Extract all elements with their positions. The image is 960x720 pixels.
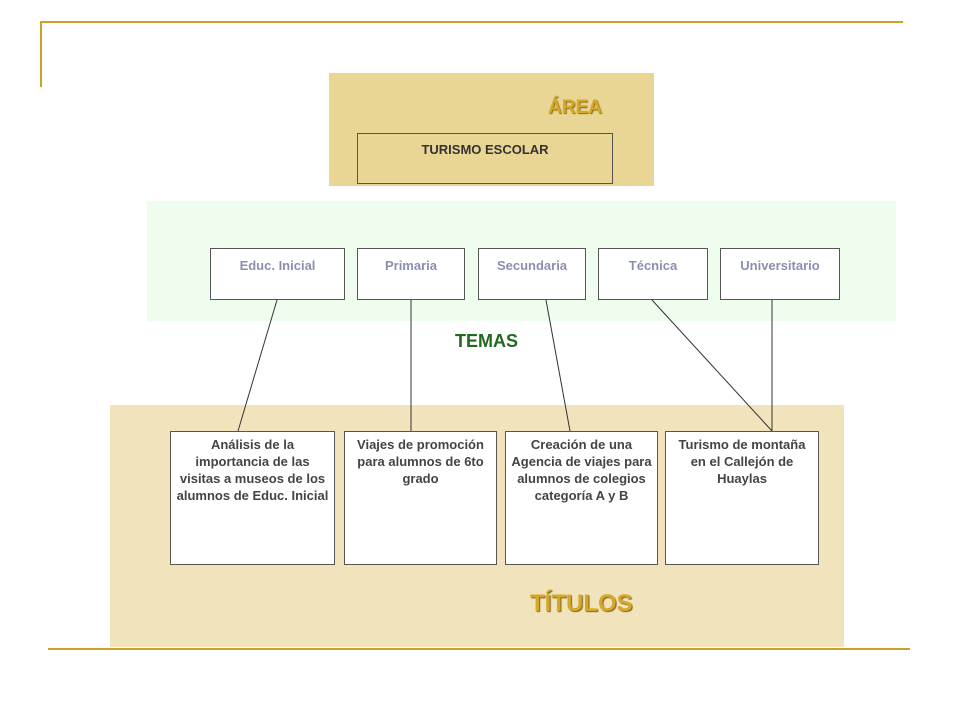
- temas-heading: TEMAS: [455, 331, 518, 351]
- frame-bottom-line: [48, 648, 910, 650]
- level-box-primaria: Primaria: [357, 248, 465, 300]
- frame-left-line: [40, 21, 42, 87]
- title-box-turismo-montana: Turismo de montaña en el Callejón de Hua…: [665, 431, 819, 565]
- title-box-creacion: Creación de una Agencia de viajes para a…: [505, 431, 658, 565]
- title-box-analisis: Análisis de la importancia de las visita…: [170, 431, 335, 565]
- level-box-educ-inicial: Educ. Inicial: [210, 248, 345, 300]
- area-box-turismo-escolar: TURISMO ESCOLAR: [357, 133, 613, 184]
- frame-top-line: [40, 21, 903, 23]
- level-box-universitario: Universitario: [720, 248, 840, 300]
- title-box-viajes: Viajes de promoción para alumnos de 6to …: [344, 431, 497, 565]
- titulos-heading: TÍTULOS: [530, 590, 633, 617]
- area-heading: ÁREA: [548, 97, 602, 118]
- level-box-tecnica: Técnica: [598, 248, 708, 300]
- level-box-secundaria: Secundaria: [478, 248, 586, 300]
